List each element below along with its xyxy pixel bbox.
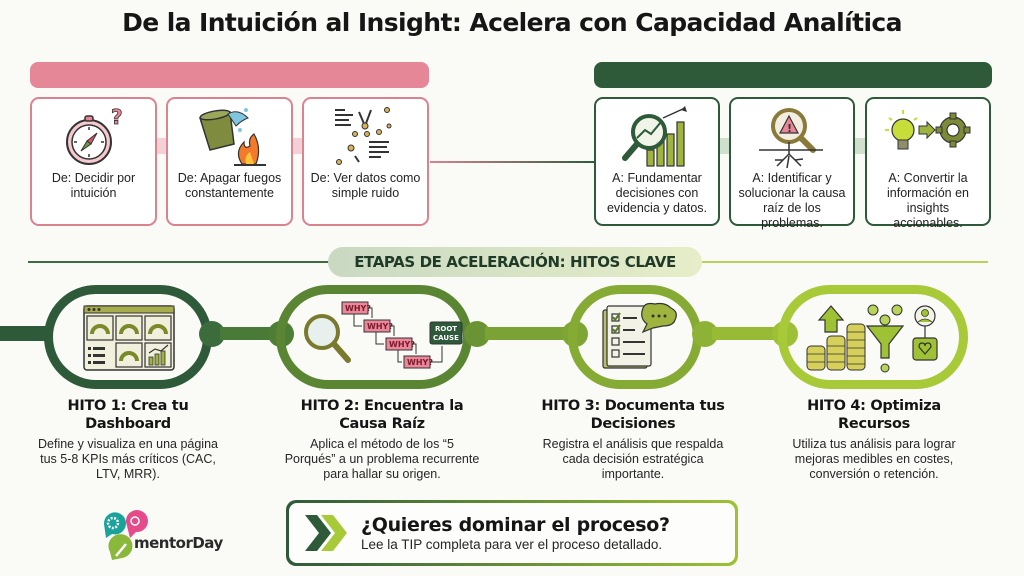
page-title: De la Intuición al Insight: Acelera con …	[122, 8, 902, 37]
milestone-2: HITO 2: Encuentra la Causa Raíz Aplica e…	[284, 397, 480, 482]
section-divider	[28, 261, 330, 263]
svg-text:WHY?: WHY?	[345, 304, 371, 313]
five-whys-icon: WHY? WHY? WHY? WHY? ROOT CAUSE	[290, 298, 466, 378]
milestone-4: HITO 4: Optimiza Recursos Utiliza tus an…	[772, 397, 976, 482]
double-chevron-icon	[303, 513, 349, 553]
from-card-label: De: Decidir por intuición	[51, 171, 136, 200]
svg-text:!: !	[787, 122, 792, 135]
svg-text:WHY?: WHY?	[367, 322, 393, 331]
milestone-3: HITO 3: Documenta tus Decisiones Registr…	[535, 397, 731, 482]
milestones-header: ETAPAS DE ACELERACIÓN: HITOS CLAVE	[328, 247, 702, 277]
from-card-label: De: Ver datos como simple ruido	[310, 171, 421, 200]
to-card: ! A: Identificar y solucionar la causa r…	[729, 97, 855, 230]
chain-connector	[485, 327, 565, 340]
milestone-description: Define y visualiza en una página tus 5-8…	[38, 437, 218, 481]
to-header-bar	[594, 62, 992, 88]
milestone-title: HITO 3: Documenta tus Decisiones	[541, 398, 725, 432]
milestone-description: Utiliza tus análisis para lograr mejoras…	[792, 437, 956, 481]
milestone-title: HITO 2: Encuentra la Causa Raíz	[300, 398, 464, 432]
chain-connector	[220, 327, 280, 340]
chain-connector	[712, 327, 782, 340]
milestone-description: Registra el análisis que respalda cada d…	[542, 437, 724, 481]
milestone-title: HITO 4: Optimiza Recursos	[807, 398, 941, 432]
cta-question: ¿Quieres dominar el proceso?	[361, 513, 670, 536]
scattered-data-noise-icon	[304, 99, 427, 171]
from-card: De: Ver datos como simple ruido	[302, 97, 429, 226]
from-to-connector	[430, 161, 595, 163]
svg-text:?: ?	[111, 105, 123, 129]
svg-text:ROOT: ROOT	[435, 325, 457, 333]
cta-subtitle[interactable]: Lee la TIP completa para ver el proceso …	[361, 536, 663, 552]
bucket-fire-icon	[168, 99, 291, 171]
milestone-1: HITO 1: Crea tu Dashboard Define y visua…	[32, 397, 224, 482]
dashboard-icon	[80, 300, 178, 376]
svg-text:WHY?: WHY?	[389, 340, 415, 349]
from-header-bar	[30, 62, 429, 88]
chain-connector	[0, 326, 50, 341]
logo-text: mentorDay	[134, 534, 223, 552]
svg-text:CAUSE: CAUSE	[433, 334, 459, 342]
to-card: A: Fundamentar decisiones con evidencia …	[594, 97, 720, 226]
compass-question-icon: ?	[32, 99, 155, 171]
root-cause-magnifier-icon: !	[731, 99, 853, 171]
from-card: De: Apagar fuegos constantemente	[166, 97, 293, 226]
section-divider	[700, 261, 988, 263]
from-card: ? De: Decidir por intuición	[30, 97, 157, 226]
mentorday-logo: mentorDay	[100, 510, 230, 560]
from-card-label: De: Apagar fuegos constantemente	[177, 171, 282, 200]
to-card-label: A: Convertir la información en insights …	[887, 171, 969, 230]
cta-banner[interactable]: ¿Quieres dominar el proceso? Lee la TIP …	[286, 500, 738, 566]
svg-text:WHY?: WHY?	[407, 358, 433, 367]
milestone-ring-4	[778, 285, 968, 389]
milestone-title: HITO 1: Crea tu Dashboard	[67, 398, 189, 432]
to-card-label: A: Fundamentar decisiones con evidencia …	[606, 171, 708, 215]
to-card: A: Convertir la información en insights …	[865, 97, 991, 230]
lightbulb-gear-icon	[867, 99, 989, 171]
coins-funnel-user-icon	[800, 300, 946, 376]
milestone-description: Aplica el método de los “5 Porqués” a un…	[284, 437, 480, 481]
to-card-label: A: Identificar y solucionar la causa raí…	[738, 171, 846, 230]
checklist-comment-icon	[600, 300, 680, 376]
magnifier-chart-icon	[596, 99, 718, 171]
